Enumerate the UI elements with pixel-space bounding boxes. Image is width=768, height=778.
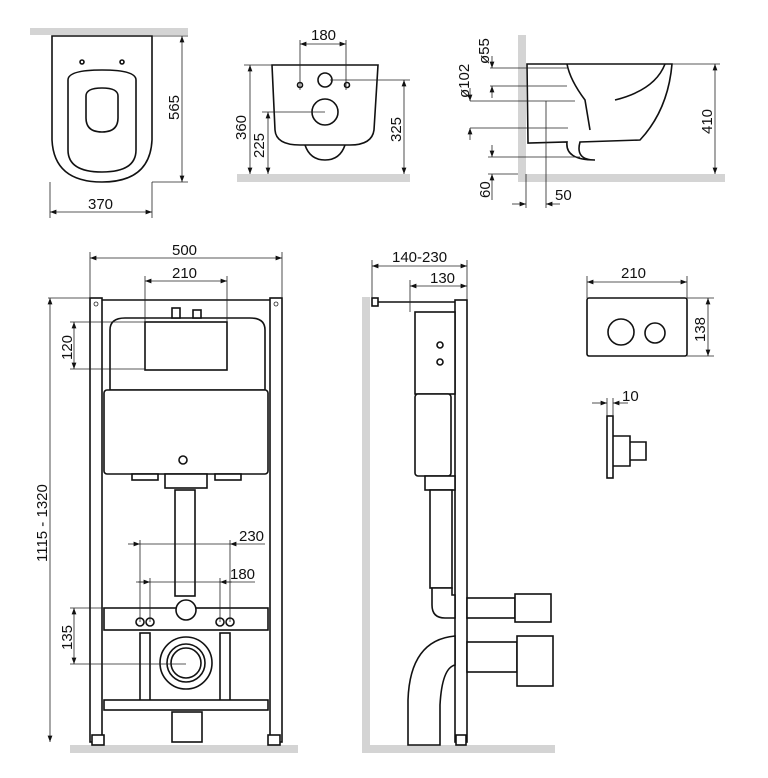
dim-depth: 130 [430, 270, 455, 287]
dim-frame-width: 500 [172, 242, 197, 259]
frame-side-view: 140-230 130 [362, 249, 555, 753]
dim-fixing-spacing: 180 [311, 27, 336, 44]
dim-plate-height: 138 [692, 317, 709, 342]
dim-wall-offset: 50 [555, 187, 572, 204]
flush-plate: 210 138 10 [586, 265, 714, 479]
dim-height: 410 [699, 109, 716, 134]
dim-inlet-height: 325 [388, 117, 405, 142]
toilet-side-view: ø55 ø102 410 60 50 [456, 35, 725, 208]
toilet-top-view: 370 565 [30, 28, 188, 218]
dim-plate-width: 210 [621, 265, 646, 282]
dim-plate-thickness: 10 [622, 388, 639, 405]
dim-bolt-spacing-outer: 230 [239, 528, 264, 545]
dim-outlet-height: 225 [251, 133, 268, 158]
dim-width: 370 [88, 196, 113, 213]
dim-height-total: 360 [233, 115, 250, 140]
toilet-front-view: 180 360 225 325 [233, 27, 410, 182]
dim-bolt-spacing-inner: 180 [230, 566, 255, 583]
dim-frame-height: 1115 - 1320 [34, 484, 51, 562]
dim-inlet-diameter: ø55 [476, 38, 493, 64]
dim-outlet-offset: 135 [59, 625, 76, 650]
dim-depth-range: 140-230 [392, 249, 447, 266]
dim-opening-width: 210 [172, 265, 197, 282]
dim-floor-gap: 60 [477, 181, 494, 198]
dim-depth: 565 [166, 95, 183, 120]
dim-opening-height: 120 [59, 335, 76, 360]
frame-front-view: 500 210 1115 - 1320 120 230 180 135 [34, 242, 298, 753]
dim-outlet-diameter: ø102 [456, 64, 473, 98]
